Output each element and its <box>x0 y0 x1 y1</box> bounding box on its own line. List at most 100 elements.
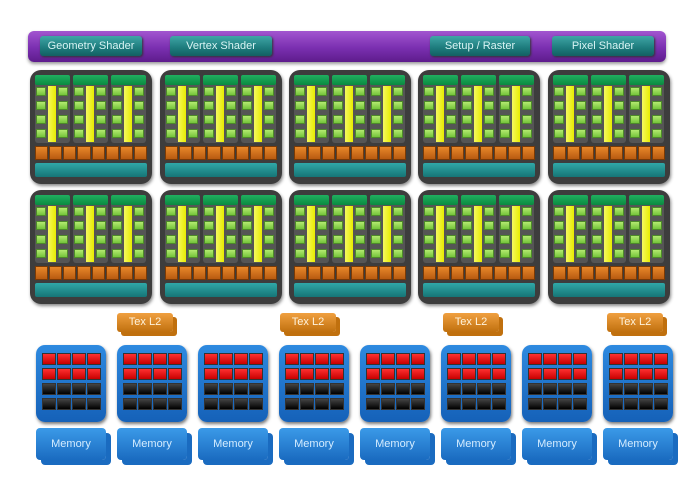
shared-unit <box>86 86 94 142</box>
stream-processor <box>592 235 602 244</box>
texture-units <box>35 266 147 280</box>
sm-header <box>241 195 276 205</box>
rop-unit <box>138 353 152 365</box>
sm-header <box>591 195 626 205</box>
rop-unit <box>366 368 380 380</box>
stream-processor <box>522 87 532 96</box>
stream-processor <box>630 115 640 124</box>
shared-unit <box>254 206 262 262</box>
streaming-multiprocessor <box>629 195 664 263</box>
stream-processor <box>592 207 602 216</box>
texture-unit <box>623 146 637 160</box>
texture-unit <box>133 146 147 160</box>
cache-unit <box>153 398 167 410</box>
stream-processor <box>393 249 403 258</box>
shared-unit <box>86 206 94 262</box>
stream-processor <box>576 235 586 244</box>
stream-processor <box>96 249 106 258</box>
stream-processor <box>500 129 510 138</box>
stream-processor <box>264 87 274 96</box>
texture-unit <box>595 146 609 160</box>
texture-units <box>423 266 535 280</box>
cache-unit <box>300 383 314 395</box>
texture-unit <box>609 266 623 280</box>
stream-processor <box>652 115 662 124</box>
shared-unit <box>307 86 315 142</box>
stream-processor <box>166 87 176 96</box>
stream-processor <box>652 221 662 230</box>
rop-unit <box>330 368 344 380</box>
stream-processor <box>134 87 144 96</box>
rop-unit <box>249 353 263 365</box>
streaming-multiprocessor <box>461 195 496 263</box>
cache-unit <box>624 383 638 395</box>
streaming-multiprocessor <box>73 195 108 263</box>
cache-unit <box>219 398 233 410</box>
stream-processor <box>333 115 343 124</box>
texture-unit <box>651 266 665 280</box>
sm-header <box>370 75 405 85</box>
stream-processor <box>226 129 236 138</box>
stream-processor <box>295 235 305 244</box>
stream-processor <box>188 115 198 124</box>
texture-unit <box>493 146 507 160</box>
texture-unit <box>567 146 581 160</box>
rop-unit <box>300 353 314 365</box>
stream-processor <box>614 221 624 230</box>
streaming-multiprocessor <box>165 75 200 143</box>
stream-processor <box>592 221 602 230</box>
stream-processor <box>424 249 434 258</box>
rop-unit <box>381 368 395 380</box>
texture-unit <box>263 146 277 160</box>
rop-unit <box>492 368 506 380</box>
texture-unit <box>637 146 651 160</box>
stream-processor <box>96 87 106 96</box>
cache-unit <box>654 398 668 410</box>
stream-processor <box>295 87 305 96</box>
rop-unit <box>411 368 425 380</box>
sm-header <box>499 75 534 85</box>
sm-header <box>203 75 238 85</box>
stream-processor <box>166 129 176 138</box>
stream-processor <box>393 221 403 230</box>
cache-unit <box>543 398 557 410</box>
memory-partition: Memory <box>441 428 511 460</box>
stream-processor <box>112 235 122 244</box>
stream-processor <box>188 129 198 138</box>
texture-unit <box>507 146 521 160</box>
rop-unit <box>639 368 653 380</box>
stream-processor <box>462 207 472 216</box>
stream-processor <box>630 101 640 110</box>
cache-unit <box>204 398 218 410</box>
stream-processor <box>58 207 68 216</box>
stream-processor <box>652 87 662 96</box>
texture-unit <box>651 146 665 160</box>
cache-unit <box>330 398 344 410</box>
cache-unit <box>573 383 587 395</box>
sm-header <box>499 195 534 205</box>
stream-processor <box>333 87 343 96</box>
stream-processor <box>371 235 381 244</box>
stream-processor <box>355 115 365 124</box>
cache-unit <box>42 383 56 395</box>
stream-processor <box>226 235 236 244</box>
rop-unit <box>57 353 71 365</box>
stream-processor <box>500 115 510 124</box>
stream-processor <box>446 115 456 124</box>
texture-unit <box>63 146 77 160</box>
shared-unit <box>254 86 262 142</box>
rop-unit <box>492 353 506 365</box>
stream-processor <box>96 207 106 216</box>
texture-unit <box>35 266 49 280</box>
rop-unit <box>285 353 299 365</box>
cache-unit <box>57 398 71 410</box>
texture-unit <box>263 266 277 280</box>
texture-unit <box>451 146 465 160</box>
texture-unit <box>364 146 378 160</box>
stream-processor <box>462 221 472 230</box>
stream-processor <box>393 235 403 244</box>
cache-unit <box>366 383 380 395</box>
sm-header <box>73 195 108 205</box>
streaming-multiprocessor <box>553 195 588 263</box>
texture-unit <box>465 146 479 160</box>
